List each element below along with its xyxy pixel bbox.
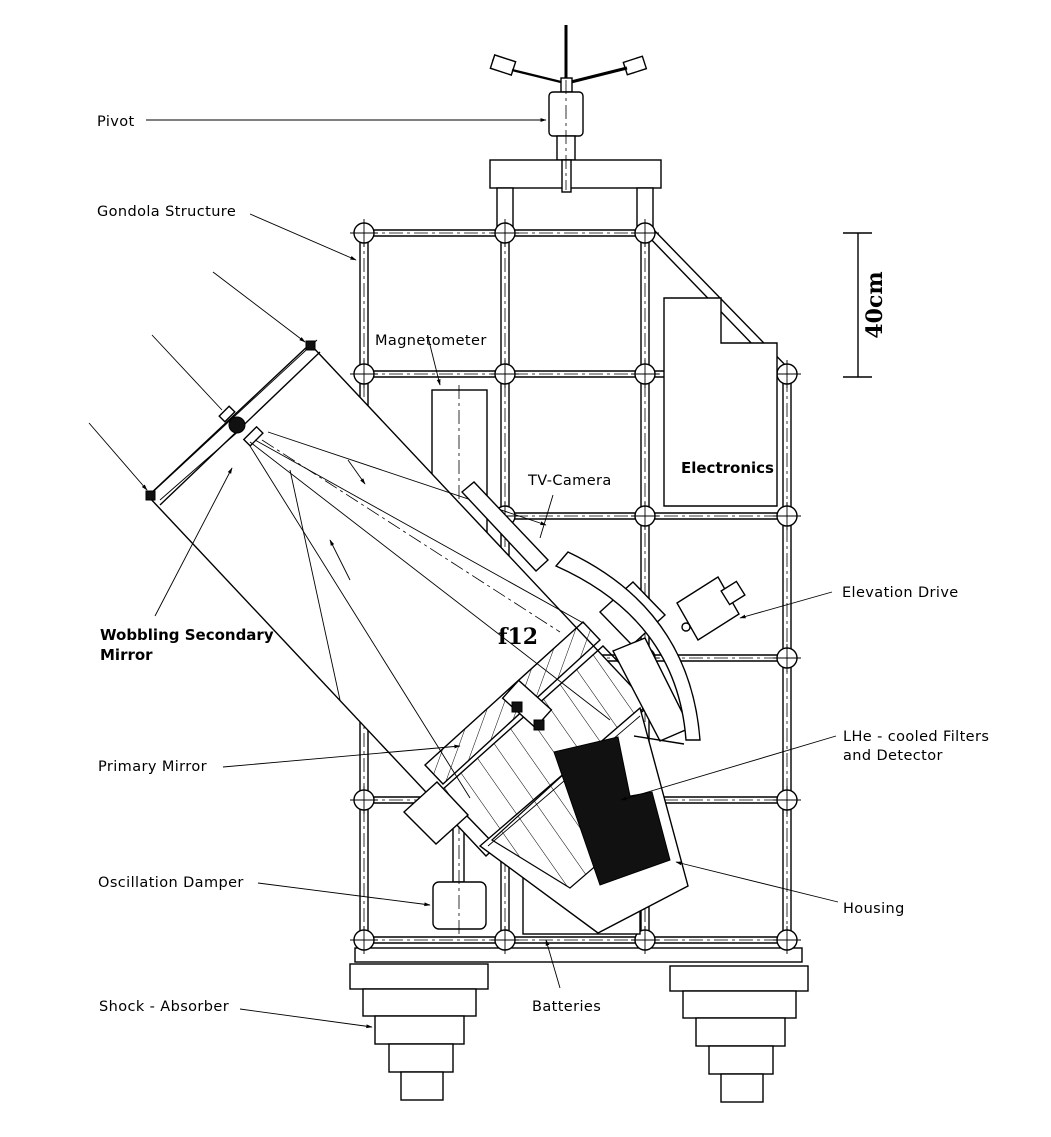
frame-joint [773,926,801,954]
label-primary-mirror: Primary Mirror [98,759,207,775]
frame-joint [631,219,659,247]
scale-bar-label: 40cm [862,271,888,338]
frame-joint [631,360,659,388]
label-wobbling-secondary-mirror: Wobbling Secondary [100,626,274,644]
label-electronics: Electronics [681,459,774,477]
oscillation-damper [432,819,487,935]
scale-bar: 40cm [843,232,888,378]
frame-joint [631,926,659,954]
label-wobbling-secondary-mirror-line2: Mirror [100,646,153,664]
label-tv-camera: TV-Camera [527,473,612,489]
label-elevation-drive: Elevation Drive [842,585,959,601]
elevation-drive [554,551,746,741]
label-f12: f12 [498,624,538,650]
frame-joint [350,786,378,814]
label-housing: Housing [843,901,905,917]
pivot-assembly [489,25,662,229]
label-and-detector: and Detector [843,748,943,764]
leader-lines [146,118,839,1029]
label-magnetometer: Magnetometer [375,333,487,349]
frame-joint [491,360,519,388]
label-shock-absorber: Shock - Absorber [99,999,229,1015]
shock-absorber-right [669,965,809,1103]
label-lhe-cooled-filters: LHe - cooled Filters [843,729,989,745]
frame-joint [350,219,378,247]
frame-joint [773,502,801,530]
frame-joint [491,219,519,247]
frame-joint [773,786,801,814]
label-pivot: Pivot [97,114,135,130]
label-oscillation-damper: Oscillation Damper [98,875,244,891]
label-batteries: Batteries [532,999,601,1015]
shock-absorber-left [349,963,489,1101]
frame-joint [631,502,659,530]
frame-joint [350,926,378,954]
frame-joint [350,360,378,388]
frame-joint [491,926,519,954]
electronics-box [663,297,778,507]
frame-joint [773,644,801,672]
label-gondola-structure: Gondola Structure [97,204,236,220]
